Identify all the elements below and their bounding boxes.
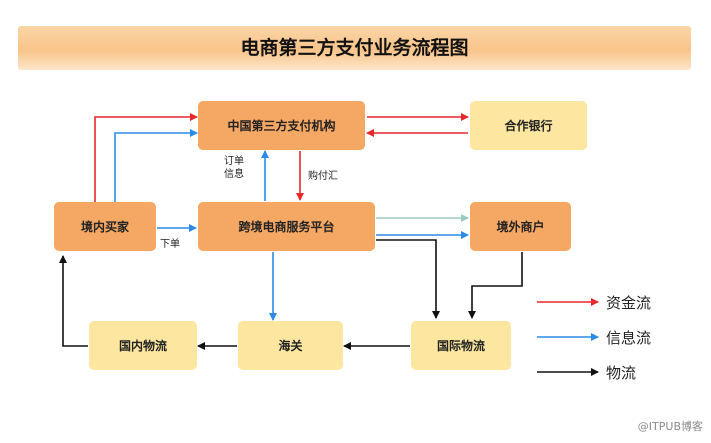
node-crossborder-platform: 跨境电商服务平台 <box>198 202 375 251</box>
legend-info-flow: 信息流 <box>606 329 652 347</box>
node-domestic-logistics: 国内物流 <box>89 321 197 370</box>
legend-goods-flow: 物流 <box>606 364 637 382</box>
info-arrow-buyer-to-payment <box>114 129 198 203</box>
node-domestic-buyer: 境内买家 <box>54 202 156 251</box>
edge-label-place-order: 下单 <box>160 239 180 250</box>
edge-label-purchase-remit: 购付汇 <box>308 171 338 182</box>
goods-arrow-platform-to-intl <box>376 239 440 319</box>
goods-arrow-domestic-to-buyer <box>59 255 88 347</box>
node-partner-bank: 合作银行 <box>470 101 587 150</box>
node-international-logistics: 国际物流 <box>411 321 511 370</box>
diagram-title: 电商第三方支付业务流程图 <box>240 37 469 59</box>
goods-arrow-merchant-to-intl <box>468 252 523 319</box>
node-customs: 海关 <box>238 321 343 370</box>
funds-arrow-buyer-to-payment <box>94 113 198 203</box>
node-third-party-payment: 中国第三方支付机构 <box>198 101 365 150</box>
legend-funds-flow: 资金流 <box>606 294 652 312</box>
node-overseas-merchant: 境外商户 <box>470 202 571 251</box>
watermark: @ITPUB博客 <box>637 420 703 433</box>
edge-label-order-info: 订单 信息 <box>224 156 244 180</box>
title-banner: 电商第三方支付业务流程图 <box>18 26 691 70</box>
